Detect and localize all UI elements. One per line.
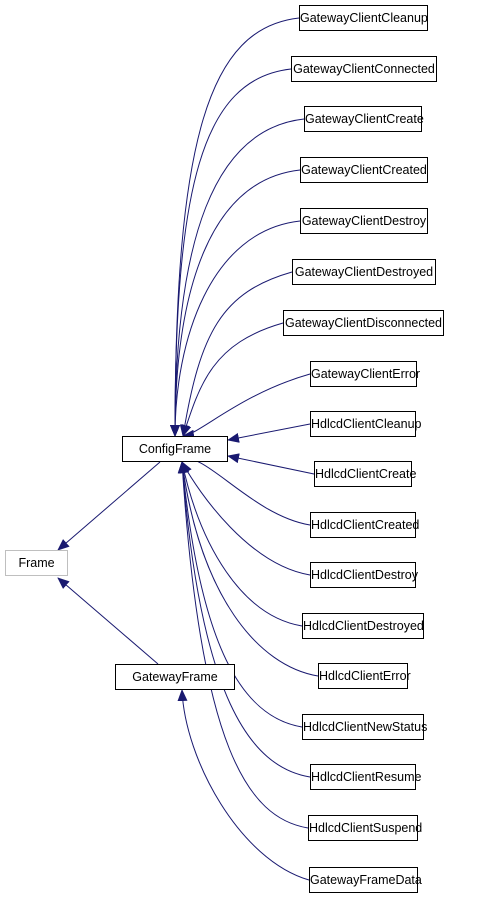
edge-hdlcd-client-resume-to-configframe (177, 461, 311, 778)
edge-gateway-client-destroy-to-configframe (170, 220, 301, 437)
edge-gateway-client-created-to-configframe (170, 169, 301, 437)
hdlcd-client-suspend-node[interactable]: HdlcdClientSuspend (308, 815, 422, 841)
hdlcd-client-error-node[interactable]: HdlcdClientError (318, 663, 411, 689)
gateway-client-error-node[interactable]: GatewayClientError (310, 361, 420, 387)
edge-gateway-client-disconnected-to-configframe (181, 322, 284, 437)
hdlcd-client-new-status-node[interactable]: HdlcdClientNewStatus (302, 714, 427, 740)
gateway-client-destroy-node[interactable]: GatewayClientDestroy (300, 208, 428, 234)
edge-gatewayframedata-to-gatewayframe (177, 689, 310, 881)
edges (57, 17, 319, 881)
gateway-client-created-node[interactable]: GatewayClientCreated (300, 157, 428, 183)
frame-node: Frame (5, 550, 68, 576)
gateway-client-create-node[interactable]: GatewayClientCreate (304, 106, 424, 132)
edge-hdlcd-client-error-to-configframe (178, 461, 319, 677)
edge-hdlcd-client-destroy-to-configframe (181, 461, 311, 576)
edge-gateway-client-cleanup-to-configframe (170, 17, 300, 437)
edge-configframe-to-frame (57, 461, 161, 551)
gateway-frame-data-node[interactable]: GatewayFrameData (309, 867, 422, 893)
hdlcd-client-destroyed-node[interactable]: HdlcdClientDestroyed (302, 613, 424, 639)
edge-gateway-client-create-to-configframe (170, 118, 305, 437)
edge-gateway-client-error-to-configframe (182, 373, 311, 440)
edge-gatewayframe-to-frame (57, 577, 159, 665)
edge-gateway-client-destroyed-to-configframe (179, 271, 293, 437)
edge-hdlcd-client-destroyed-to-configframe (179, 461, 303, 627)
edge-hdlcd-client-cleanup-to-configframe (227, 423, 311, 443)
edge-gateway-client-connected-to-configframe (170, 68, 292, 437)
config-frame-node[interactable]: ConfigFrame (122, 436, 228, 462)
hdlcd-client-cleanup-node[interactable]: HdlcdClientCleanup (310, 411, 421, 437)
hdlcd-client-created-node[interactable]: HdlcdClientCreated (310, 512, 419, 538)
hdlcd-client-destroy-node[interactable]: HdlcdClientDestroy (310, 562, 418, 588)
edge-hdlcd-client-create-to-configframe (227, 453, 315, 475)
edge-hdlcd-client-new-status-to-configframe (178, 461, 303, 728)
hdlcd-client-resume-node[interactable]: HdlcdClientResume (310, 764, 421, 790)
gateway-client-cleanup-node[interactable]: GatewayClientCleanup (299, 5, 428, 31)
edge-hdlcd-client-suspend-to-configframe (177, 461, 309, 829)
gateway-client-destroyed-node[interactable]: GatewayClientDestroyed (292, 259, 436, 285)
gateway-client-connected-node[interactable]: GatewayClientConnected (291, 56, 437, 82)
gateway-client-disconnected-node[interactable]: GatewayClientDisconnected (283, 310, 444, 336)
hdlcd-client-create-node[interactable]: HdlcdClientCreate (314, 461, 416, 487)
gateway-frame-node[interactable]: GatewayFrame (115, 664, 235, 690)
